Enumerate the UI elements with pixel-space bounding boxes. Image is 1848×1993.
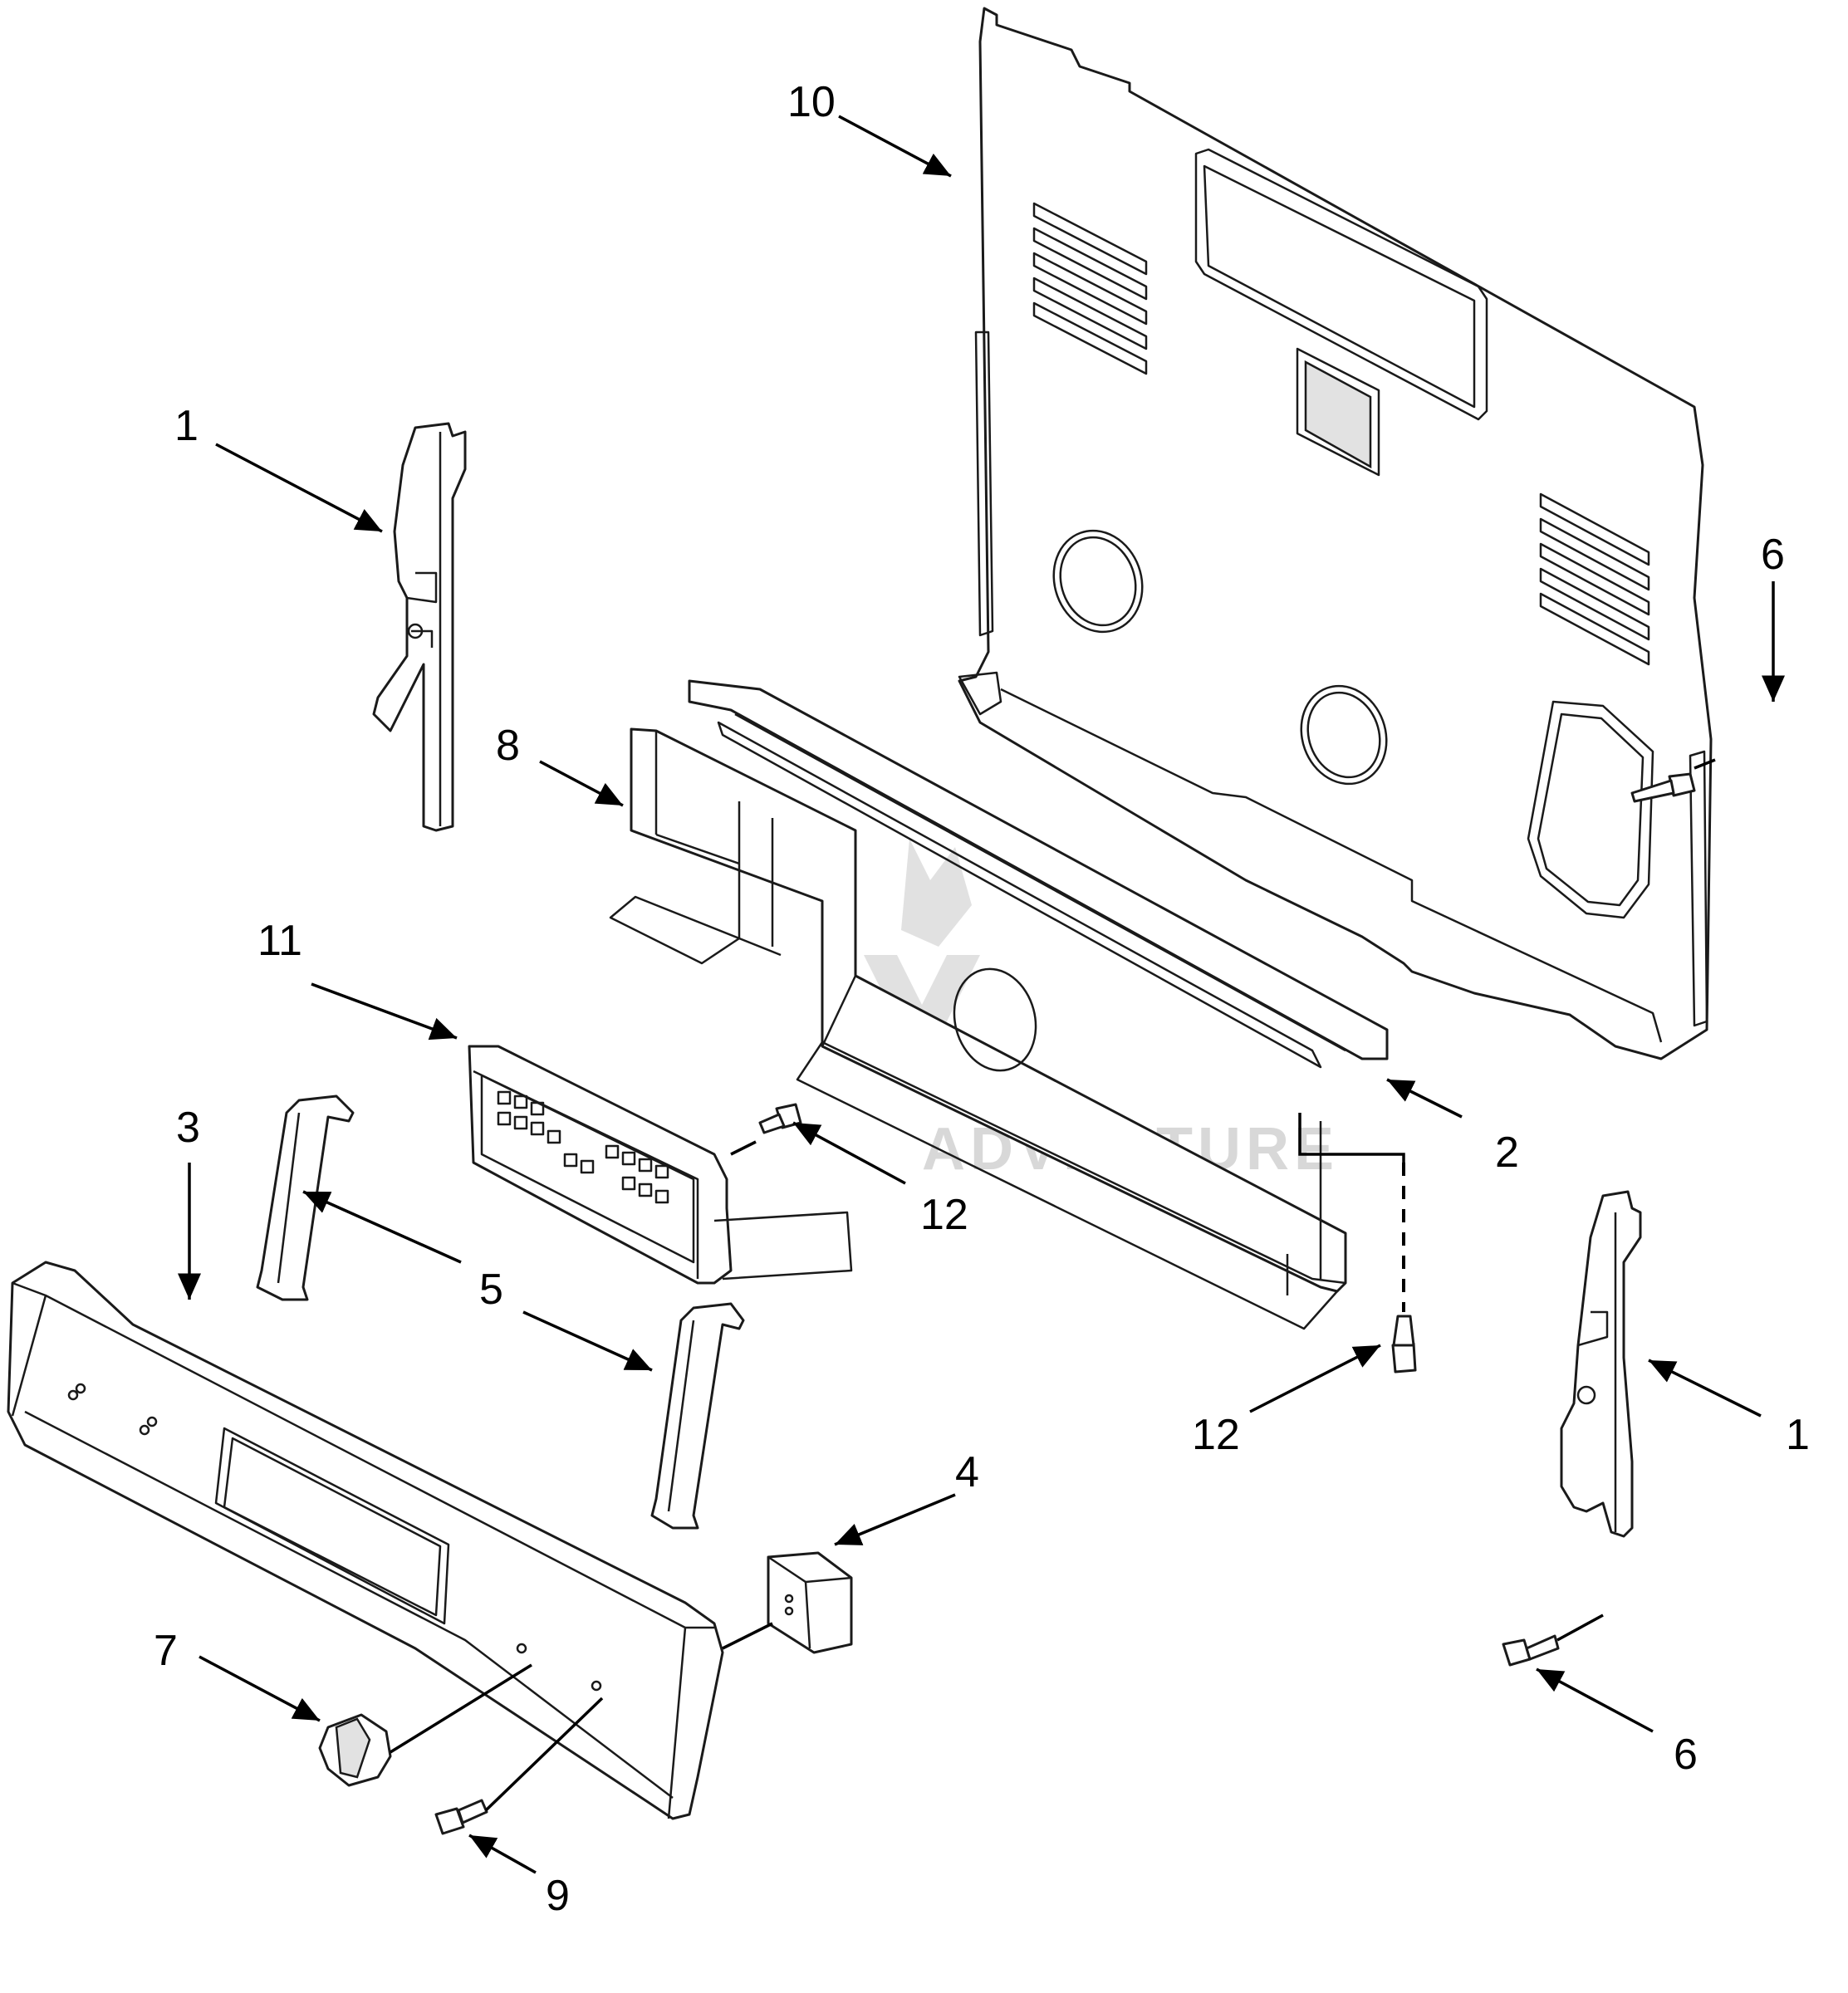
- louvers-upper: [1032, 202, 1148, 375]
- knob-part-7: [318, 1713, 392, 1787]
- strap-part-5-left: [256, 1094, 355, 1301]
- leader-arrows: [178, 115, 1785, 1874]
- control-board-keypad: [497, 1090, 669, 1204]
- back-panel-part-10: [958, 7, 1713, 1060]
- callout-9: 9: [546, 1872, 570, 1920]
- screw-part-6-bottom: [1502, 1634, 1560, 1667]
- console-panel-part-3: [7, 1261, 724, 1820]
- side-bracket-part-1-left: [372, 422, 467, 832]
- screw-part-12-lower: [1391, 1315, 1417, 1374]
- screw-part-6-top: [1630, 772, 1696, 803]
- callout-6-bottom: 6: [1674, 1731, 1698, 1779]
- screw-part-9: [434, 1799, 488, 1835]
- callout-1-right: 1: [1786, 1411, 1810, 1459]
- callout-labels: 10 1 6 8 11 3 2 12 5 12 1 4 7 6 9: [154, 78, 1810, 1920]
- callout-7: 7: [154, 1627, 178, 1675]
- callout-12-upper: 12: [920, 1191, 968, 1239]
- callout-11: 11: [257, 917, 302, 965]
- callout-8: 8: [496, 722, 520, 770]
- module-part-4: [767, 1551, 853, 1654]
- control-board-part-11: [468, 1045, 853, 1285]
- callout-3: 3: [176, 1104, 200, 1152]
- rail-part-2: [688, 679, 1389, 1069]
- callout-10: 10: [787, 78, 836, 126]
- callout-1-left: 1: [174, 402, 199, 450]
- callout-6-top: 6: [1761, 531, 1785, 579]
- strap-part-5-right: [650, 1302, 745, 1530]
- callout-2: 2: [1495, 1129, 1519, 1177]
- louvers-lower: [1539, 492, 1650, 666]
- control-housing-part-8: [609, 727, 1347, 1330]
- side-bracket-part-1-right: [1560, 1190, 1642, 1538]
- callout-12-lower: 12: [1192, 1411, 1240, 1459]
- screw-part-12-upper: [758, 1103, 802, 1134]
- assembly-lines: [390, 758, 1716, 1812]
- callout-4: 4: [955, 1448, 979, 1496]
- callout-5: 5: [479, 1266, 503, 1314]
